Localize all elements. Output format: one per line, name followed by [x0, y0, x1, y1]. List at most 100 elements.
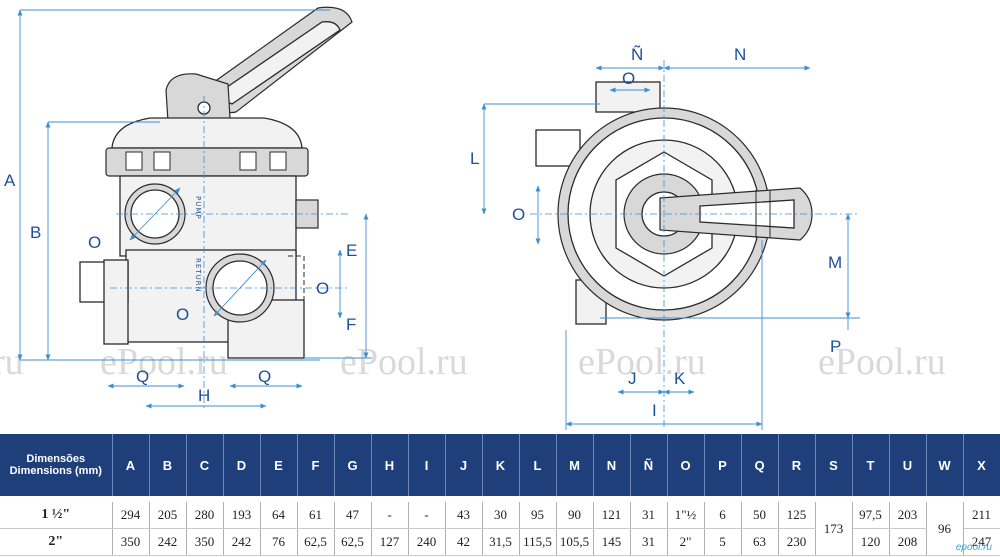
label-L: L [470, 149, 479, 168]
return-label: RETURN [194, 258, 202, 293]
valve-side-view: PUMP RETURN A B O O O E F Q Q H [4, 6, 372, 410]
cell-J: 42 [445, 528, 483, 556]
column-header-L: L [519, 434, 557, 496]
watermark-3: ePool.ru [578, 341, 706, 383]
column-header-A: A [112, 434, 150, 496]
label-O-left: O [512, 205, 525, 224]
column-header-W: W [926, 434, 964, 496]
column-header-U: U [889, 434, 927, 496]
cell-K: 30 [482, 502, 520, 529]
technical-drawing: ru ePool.ru ePool.ru ePool.ru ePool.ru [0, 6, 946, 430]
cell-U: 203 [889, 502, 927, 529]
cell-Ñ: 31 [630, 528, 668, 556]
column-header-O: O [667, 434, 705, 496]
column-header-R: R [778, 434, 816, 496]
row-label: 2" [0, 528, 113, 556]
cell-L: 95 [519, 502, 557, 529]
cell-N: 145 [593, 528, 631, 556]
column-header-Q: Q [741, 434, 779, 496]
column-header-Ñ: Ñ [630, 434, 668, 496]
column-header-D: D [223, 434, 261, 496]
label-O-return: O [176, 305, 189, 324]
cell-G: 47 [334, 502, 372, 529]
column-header-C: C [186, 434, 224, 496]
column-header-J: J [445, 434, 483, 496]
column-header-N: N [593, 434, 631, 496]
column-header-G: G [334, 434, 372, 496]
watermark-2: ePool.ru [340, 341, 468, 383]
cell-A: 294 [112, 502, 150, 529]
cell-T: 120 [852, 528, 890, 556]
row-label: 1 ½" [0, 502, 113, 529]
watermark-1: ePool.ru [100, 341, 228, 383]
column-header-F: F [297, 434, 335, 496]
watermark-4: ePool.ru [818, 341, 946, 383]
cell-J: 43 [445, 502, 483, 529]
cell-Q: 50 [741, 502, 779, 529]
cell-C: 280 [186, 502, 224, 529]
label-K: K [674, 369, 686, 388]
column-header-S: S [815, 434, 853, 496]
top-port [595, 81, 661, 113]
cell-I: - [408, 502, 446, 529]
cell-K: 31,5 [482, 528, 520, 556]
header-label-pt: Dimensões [26, 453, 86, 465]
cell-E: 76 [260, 528, 298, 556]
column-header-K: K [482, 434, 520, 496]
cell-T: 97,5 [852, 502, 890, 529]
label-M: M [828, 253, 842, 272]
cell-N: 121 [593, 502, 631, 529]
cell-H: 127 [371, 528, 409, 556]
cell-R: 230 [778, 528, 816, 556]
column-header-P: P [704, 434, 742, 496]
cell-G: 62,5 [334, 528, 372, 556]
label-N: N [734, 45, 746, 64]
cell-H: - [371, 502, 409, 529]
label-Q-left: Q [136, 367, 149, 386]
cell-U: 208 [889, 528, 927, 556]
epool-logo: epool.ru [955, 542, 992, 553]
label-P: P [830, 337, 841, 356]
cell-F: 61 [297, 502, 335, 529]
column-header-M: M [556, 434, 594, 496]
side-pipe-collar [103, 259, 129, 345]
column-header-X: X [963, 434, 1000, 496]
cell-L: 115,5 [519, 528, 557, 556]
label-J: J [628, 369, 637, 388]
cell-X: 211 [963, 502, 1000, 529]
column-header-T: T [852, 434, 890, 496]
cell-X: 247 [963, 528, 1000, 556]
cell-Ñ: 31 [630, 502, 668, 529]
handle-grip-inner [212, 21, 341, 105]
watermark-group: ru ePool.ru ePool.ru ePool.ru ePool.ru [0, 341, 946, 383]
label-O-side: O [316, 279, 329, 298]
label-O-top: O [622, 69, 635, 88]
label-O-pump: O [88, 233, 101, 252]
cell-E: 64 [260, 502, 298, 529]
label-A: A [4, 171, 16, 190]
column-header-H: H [371, 434, 409, 496]
pump-label: PUMP [194, 196, 202, 220]
column-header-E: E [260, 434, 298, 496]
column-header-I: I [408, 434, 446, 496]
cell-F: 62,5 [297, 528, 335, 556]
cell-O: 2" [667, 528, 705, 556]
cell-A: 350 [112, 528, 150, 556]
cell-M: 90 [556, 502, 594, 529]
label-E: E [346, 241, 357, 260]
cell-P: 6 [704, 502, 742, 529]
cell-C: 350 [186, 528, 224, 556]
cell-O: 1"½ [667, 502, 705, 529]
cell-D: 193 [223, 502, 261, 529]
header-label-en: Dimensions (mm) [9, 465, 102, 477]
handle-pivot [165, 73, 231, 123]
cell-B: 205 [149, 502, 187, 529]
cell-I: 240 [408, 528, 446, 556]
cell-B: 242 [149, 528, 187, 556]
cell-M: 105,5 [556, 528, 594, 556]
label-B: B [30, 223, 41, 242]
